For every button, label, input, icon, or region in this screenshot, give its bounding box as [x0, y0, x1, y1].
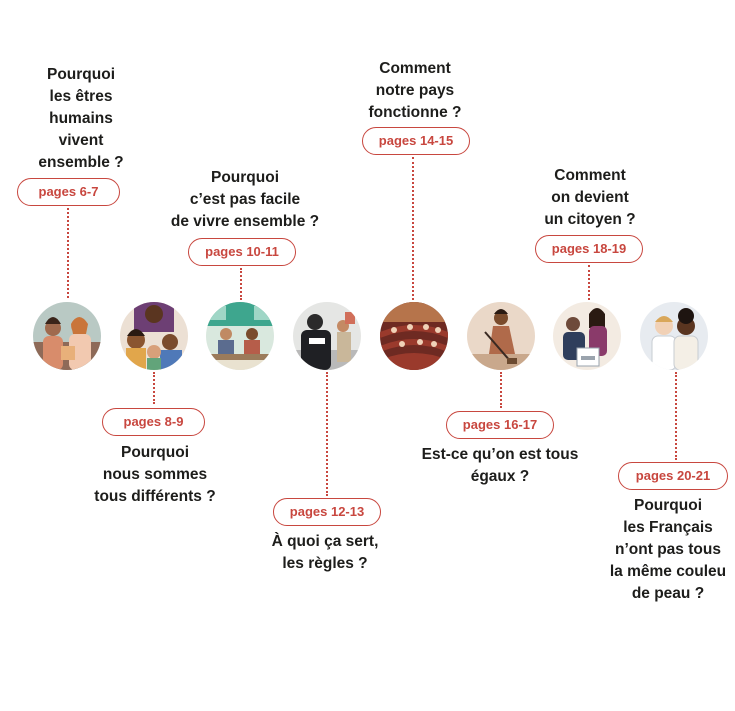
connector-line: [412, 157, 414, 300]
connector-line: [240, 268, 242, 300]
pages-link-16-17[interactable]: pages 16-17: [446, 411, 554, 439]
question-line: on devient: [551, 189, 629, 206]
connector-line: [326, 372, 328, 496]
question-line: Pourquoi: [46, 66, 116, 83]
question-line: les règles ?: [282, 555, 368, 572]
connector-line: [67, 208, 69, 298]
woman-sweeping-illustration[interactable]: [467, 302, 535, 370]
question-line: égaux ?: [470, 468, 530, 485]
two-children-illustration[interactable]: [640, 302, 708, 370]
question-line: ensemble ?: [38, 154, 124, 171]
question-line: Comment: [554, 167, 626, 184]
connector-line: [153, 372, 155, 404]
pages-link-8-9[interactable]: pages 8-9: [102, 408, 205, 436]
question-2: Pourquoi nous sommes tous différents ?: [80, 442, 230, 508]
question-1: Pourquoi les êtres humains vivent ensemb…: [16, 64, 146, 174]
people-group-illustration[interactable]: [33, 302, 101, 370]
classroom-illustration[interactable]: [206, 302, 274, 370]
pages-link-6-7[interactable]: pages 6-7: [17, 178, 120, 206]
connector-line: [675, 372, 677, 460]
parliament-illustration[interactable]: [380, 302, 448, 370]
question-line: humains: [49, 110, 113, 127]
question-line: À quoi ça sert,: [271, 533, 379, 550]
question-line: de vivre ensemble ?: [170, 213, 320, 230]
question-line: Pourquoi: [120, 444, 190, 461]
pages-link-14-15[interactable]: pages 14-15: [362, 127, 470, 155]
question-line: Pourquoi: [633, 497, 703, 514]
question-6: Est-ce qu’on est tous égaux ?: [410, 444, 590, 488]
question-line: n’ont pas tous: [615, 541, 721, 558]
connector-line: [588, 265, 590, 300]
pages-link-18-19[interactable]: pages 18-19: [535, 235, 643, 263]
question-7: Comment on devient un citoyen ?: [525, 165, 655, 231]
voting-illustration[interactable]: [553, 302, 621, 370]
question-5: Comment notre pays fonctionne ?: [350, 58, 480, 124]
question-line: de peau ?: [631, 585, 705, 602]
pages-link-20-21[interactable]: pages 20-21: [618, 462, 728, 490]
police-officer-illustration[interactable]: [293, 302, 361, 370]
question-line: fonctionne ?: [368, 104, 462, 121]
question-line: vivent: [58, 132, 104, 149]
pages-link-12-13[interactable]: pages 12-13: [273, 498, 381, 526]
question-line: la même couleu: [609, 563, 727, 580]
question-line: nous sommes: [102, 466, 208, 483]
question-line: les Français: [623, 519, 713, 536]
question-line: Est-ce qu’on est tous: [421, 446, 579, 463]
connector-line: [500, 372, 502, 408]
pages-link-10-11[interactable]: pages 10-11: [188, 238, 296, 266]
question-line: Pourquoi: [210, 169, 280, 186]
question-line: tous différents ?: [94, 488, 216, 505]
question-8: Pourquoi les Français n’ont pas tous la …: [603, 495, 733, 605]
question-line: les êtres: [49, 88, 113, 105]
question-line: un citoyen ?: [544, 211, 636, 228]
question-line: notre pays: [375, 82, 455, 99]
question-line: Comment: [379, 60, 451, 77]
question-line: c’est pas facile: [189, 191, 301, 208]
diverse-family-illustration[interactable]: [120, 302, 188, 370]
question-4: À quoi ça sert, les règles ?: [250, 531, 400, 575]
question-3: Pourquoi c’est pas facile de vivre ensem…: [150, 167, 340, 233]
